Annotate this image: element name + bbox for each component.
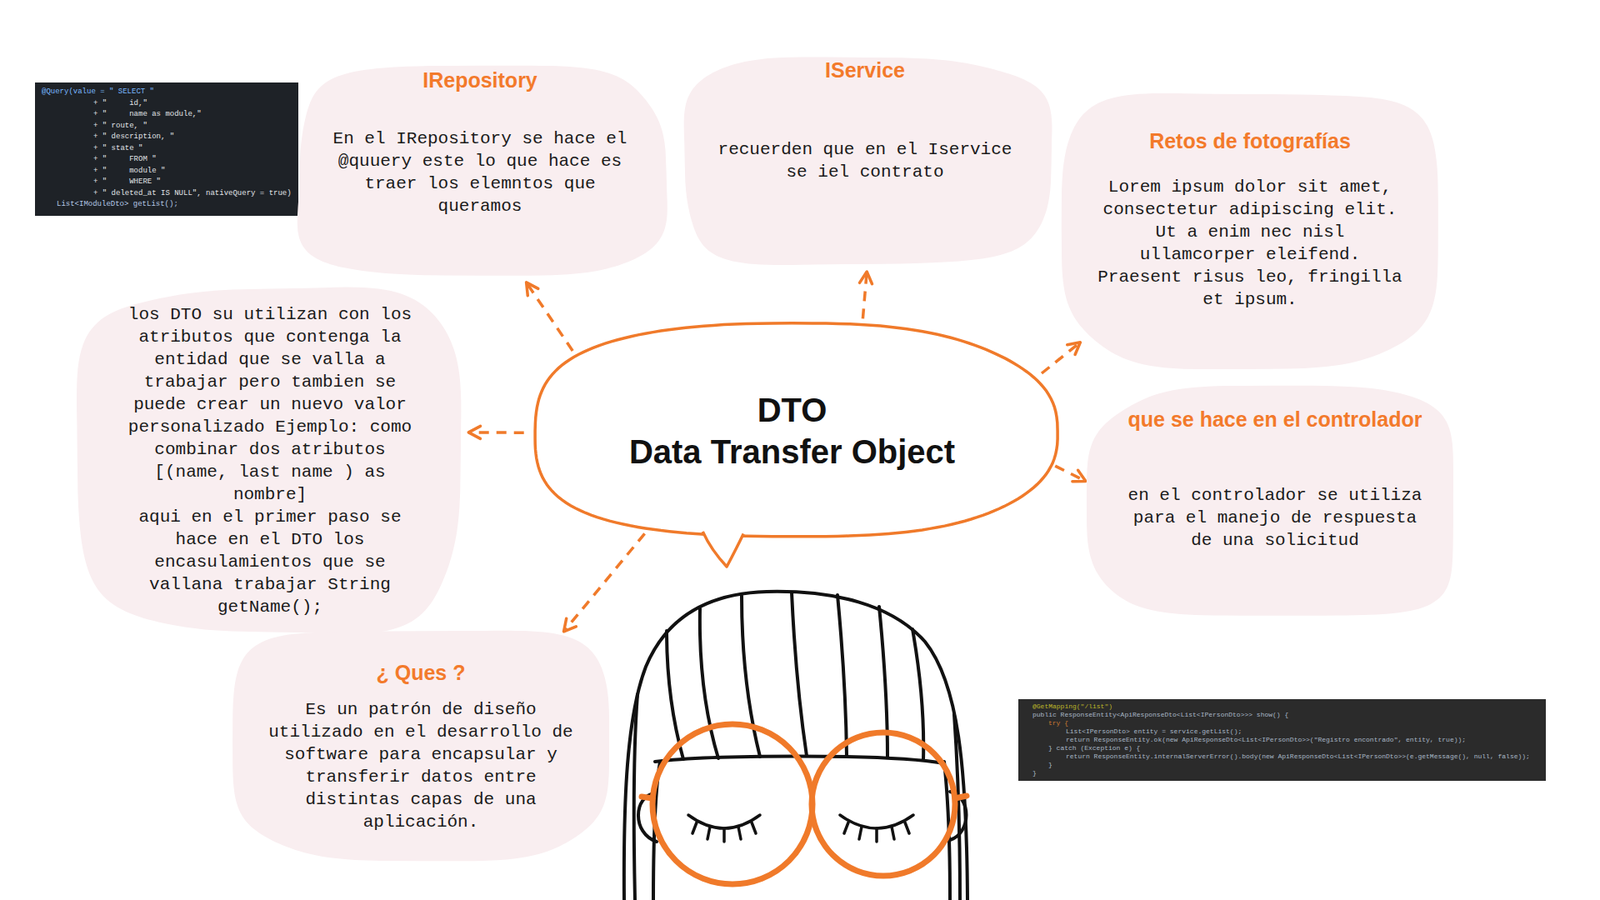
- topic-blob: IRepository En el IRepository se hace el …: [296, 66, 664, 277]
- blob-outline: [297, 65, 668, 276]
- blob-outline: [1061, 93, 1439, 370]
- topic-heading: que se hace en el controlador: [1128, 407, 1423, 431]
- bubble-shape: [530, 324, 1054, 538]
- topic-text: aqui en el primer paso se hace en el DTO…: [125, 505, 415, 619]
- speech-bubble: DTOData Transfer Object: [530, 324, 1054, 538]
- code-line: + " module ": [93, 165, 165, 178]
- code-line: + " WHERE ": [93, 176, 161, 189]
- code-line: } catch (Exception e) {: [1048, 744, 1140, 753]
- topic-text: recuerden que en el Iservice se iel cont…: [715, 138, 1015, 184]
- code-line: @Query(value = " SELECT ": [41, 86, 155, 99]
- code-line: List<IPersonDto> entity = service.getLis…: [1065, 727, 1242, 736]
- code-line: + " FROM ": [93, 154, 157, 166]
- topic-text: en el controlador se utiliza para el man…: [1125, 484, 1425, 552]
- blob-outline: [1086, 385, 1454, 616]
- arrow-head: [1072, 470, 1086, 482]
- code-line: List<IModuleDto> getList();: [56, 199, 179, 211]
- dashed-arrow: [1055, 465, 1086, 482]
- arrow-line: [468, 430, 524, 435]
- code-line: + " id,": [93, 98, 148, 110]
- code-line: }: [1048, 760, 1053, 770]
- topic-text: los DTO su utilizan con los atributos qu…: [125, 303, 415, 506]
- blob-shape: [681, 58, 1049, 265]
- code-screenshot: @GetMapping("/list")public ResponseEntit…: [1018, 699, 1546, 781]
- code-line: try {: [1048, 719, 1069, 728]
- code-line: @GetMapping("/list"): [1032, 702, 1113, 711]
- code-line: }: [1032, 769, 1037, 778]
- code-line: + " description, ": [93, 131, 175, 144]
- code-line: + " deleted_at IS NULL", nativeQuery = t…: [93, 188, 292, 200]
- topic-heading: Retos de fotografías: [1149, 129, 1351, 153]
- glasses: [641, 724, 967, 885]
- topic-text: Es un patrón de diseño utilizado en el d…: [265, 698, 576, 834]
- code-line: + " name as module,": [93, 109, 202, 121]
- arrow-head: [468, 425, 480, 439]
- main-title: DTO: [757, 389, 828, 431]
- topic-blob: que se hace en el controlador en el contr…: [1091, 387, 1459, 618]
- blob-outline: [76, 287, 461, 635]
- code-line: return ResponseEntity.internalServerErro…: [1065, 752, 1530, 761]
- blob-shape: [296, 66, 664, 277]
- dashed-arrow: [468, 425, 524, 439]
- bubble-tail: [702, 531, 744, 567]
- code-line: return ResponseEntity.ok(new ApiResponse…: [1065, 735, 1466, 745]
- topic-text: En el IRepository se hace el @quuery est…: [330, 127, 630, 218]
- arrow-head: [526, 282, 539, 296]
- topic-heading: ¿ Ques ?: [376, 660, 466, 685]
- topic-blob: Retos de fotografíasLorem ipsum dolor si…: [1061, 90, 1439, 365]
- topic-blob: ¿ Ques ? Es un patrón de diseño utilizado…: [232, 627, 610, 858]
- topic-blob: IService recuerden que en el Iservice se …: [681, 58, 1049, 265]
- blob-outline: [684, 57, 1053, 265]
- dashed-arrow: [860, 271, 873, 319]
- code-screenshot: @Query(value = " SELECT "+ " id,"+ " nam…: [35, 82, 299, 216]
- dashed-arrow: [564, 533, 645, 632]
- hair-lines: [624, 591, 968, 900]
- dashed-arrow: [526, 282, 574, 351]
- topic-heading: IService: [825, 58, 905, 82]
- arrow-line: [564, 533, 645, 632]
- arrow-line: [1041, 342, 1080, 374]
- topic-heading: IRepository: [422, 68, 538, 92]
- code-line: + " route, ": [93, 120, 148, 133]
- topic-text: Lorem ipsum dolor sit amet, consectetur …: [1095, 175, 1405, 311]
- bubble-outline: [535, 323, 1058, 537]
- code-line: + " state ": [93, 143, 143, 155]
- arrow-line: [526, 282, 574, 351]
- dashed-arrow: [1041, 342, 1080, 374]
- blob-outline: [232, 630, 610, 862]
- arrow-head: [564, 618, 577, 632]
- topic-blob: los DTO su utilizan con los atributos qu…: [78, 287, 462, 631]
- code-line: public ResponseEntity<ApiResponseDto<Lis…: [1032, 710, 1289, 720]
- main-title: Data Transfer Object: [629, 430, 955, 473]
- closed-eyes: [688, 815, 914, 842]
- arrow-line: [1055, 465, 1086, 481]
- arrow-head: [1067, 342, 1081, 355]
- arrow-head: [860, 271, 873, 285]
